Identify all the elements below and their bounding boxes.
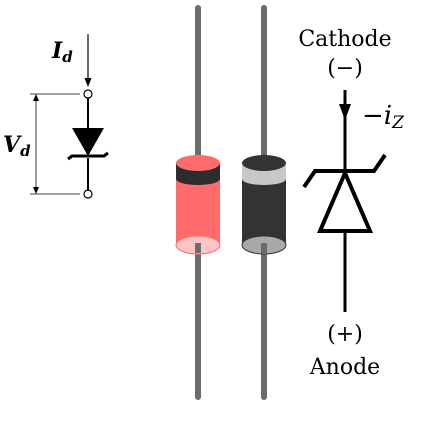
zener-bar xyxy=(67,151,109,161)
cathode-terminal xyxy=(83,189,93,199)
zener-current-label: −iZ xyxy=(362,101,405,133)
voltage-arrow-top xyxy=(33,94,39,101)
black-diode-band-edge xyxy=(242,173,286,185)
diode-triangle xyxy=(72,128,104,156)
anode-sign: (+) xyxy=(327,322,363,347)
voltage-label-Vd: Vd xyxy=(3,132,31,160)
voltage-arrow-bottom xyxy=(33,187,39,194)
zener-triangle xyxy=(316,167,374,233)
red-diode-band-edge xyxy=(176,173,220,185)
anode-terminal xyxy=(83,89,93,99)
cathode-label: Cathode xyxy=(298,27,391,52)
black-diode-top-cap xyxy=(242,155,286,171)
current-arrow-head xyxy=(84,78,92,87)
cathode-sign: (−) xyxy=(327,56,363,81)
current-label-Id: Id xyxy=(51,38,73,66)
red-diode-top-cap xyxy=(176,155,220,171)
red-diode-component xyxy=(175,5,221,400)
zener-symbol: Cathode (−) −iZ (+) Anode xyxy=(298,27,405,380)
anode-label: Anode xyxy=(309,355,380,380)
zener-current-arrow xyxy=(339,104,351,120)
red-diode-lead-bottom-stub xyxy=(195,243,201,253)
black-diode-component xyxy=(241,5,287,400)
diode-schematic-symbol: Id Vd xyxy=(3,34,109,199)
black-diode-lead-bottom-stub xyxy=(261,243,267,253)
